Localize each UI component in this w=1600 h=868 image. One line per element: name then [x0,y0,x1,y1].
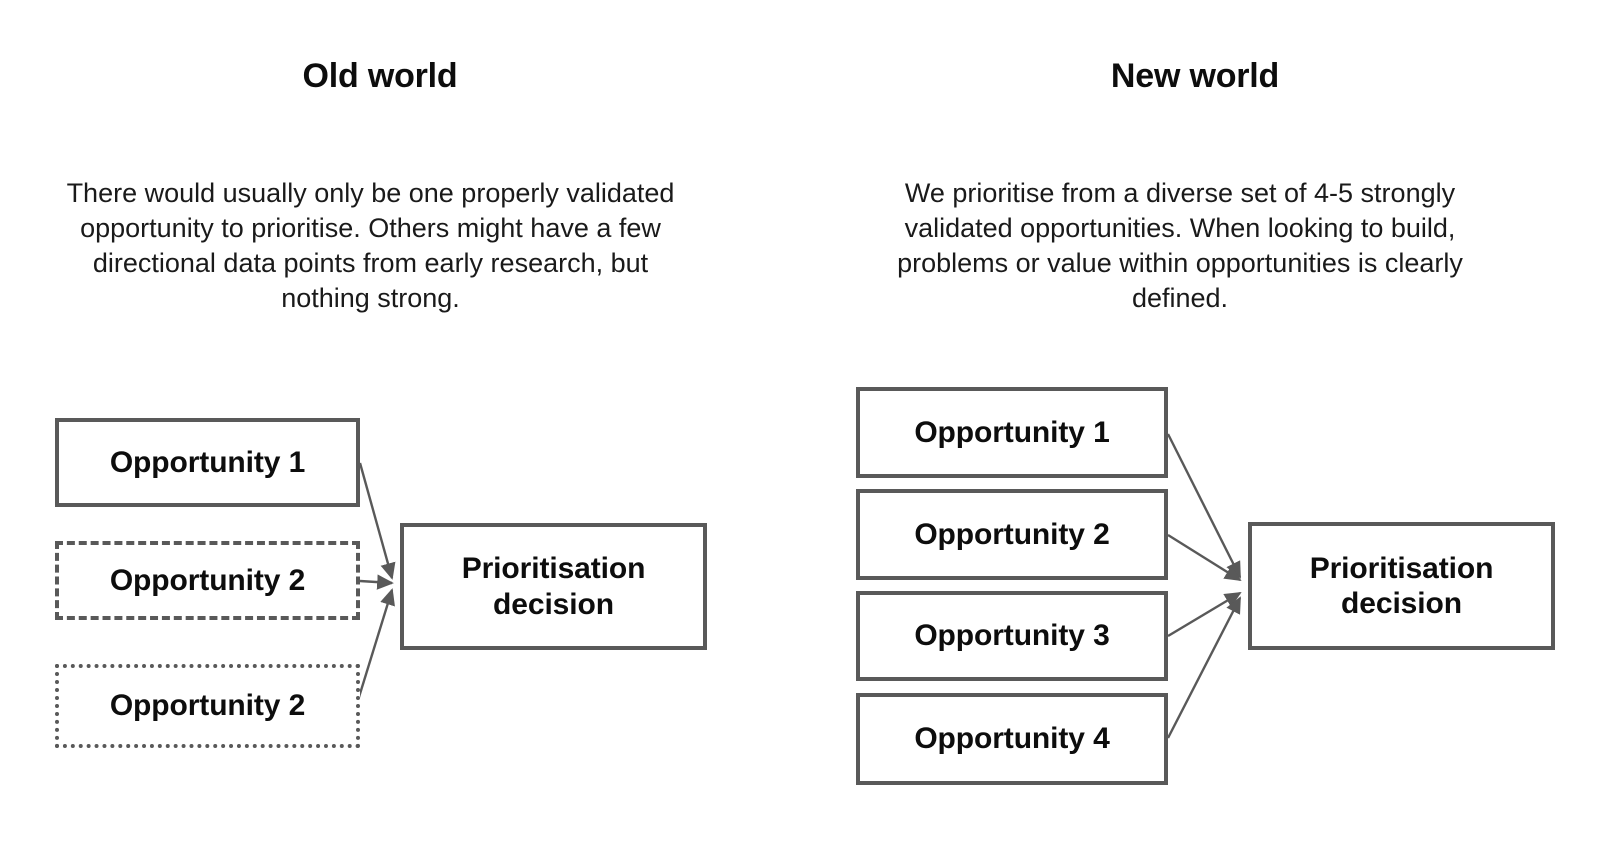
node-label: Opportunity 2 [109,689,306,723]
node-label: Opportunity 1 [914,415,1110,449]
arrow-opportunity2-dotted-to-decision [353,588,395,711]
node-old-opportunity-2-dotted[interactable]: Opportunity 2 [55,664,360,748]
decision-line-1: Prioritisation [1309,551,1494,585]
node-new-opportunity-2[interactable]: Opportunity 2 [856,489,1168,580]
node-label: Opportunity 2 [914,517,1110,551]
arrow-opportunity4-to-decision [1166,596,1242,739]
column-body-new-world: We prioritise from a diverse set of 4-5 … [897,178,1463,313]
arrow-opportunity3-to-decision [1167,591,1242,638]
column-old-world: Old world There would usually only be on… [0,0,760,868]
arrow-opportunity1-to-decision [358,462,396,580]
node-label: Opportunity 4 [914,722,1110,756]
node-new-opportunity-1[interactable]: Opportunity 1 [856,387,1168,478]
decision-line-2: decision [493,587,614,621]
decision-line-1: Prioritisation [461,552,646,586]
column-new-world: New world We prioritise from a diverse s… [790,0,1600,868]
arrow-opportunity2-to-decision [1167,533,1242,582]
column-title-new-world: New world [1110,57,1280,95]
arrow-opportunity2-dashed-to-decision [359,574,394,590]
column-title-old-world: Old world [302,57,458,95]
decision-line-2: decision [1341,587,1462,620]
node-label: Opportunity 2 [109,563,306,597]
node-old-opportunity-2-dashed[interactable]: Opportunity 2 [55,541,360,620]
column-body-old-world: There would usually only be one properly… [66,178,675,313]
node-new-opportunity-3[interactable]: Opportunity 3 [856,591,1168,681]
arrow-opportunity1-to-decision [1166,433,1242,579]
node-old-opportunity-1[interactable]: Opportunity 1 [55,418,360,507]
node-new-opportunity-4[interactable]: Opportunity 4 [856,693,1168,785]
node-label: Opportunity 1 [109,445,306,479]
node-label: Opportunity 3 [914,619,1110,653]
